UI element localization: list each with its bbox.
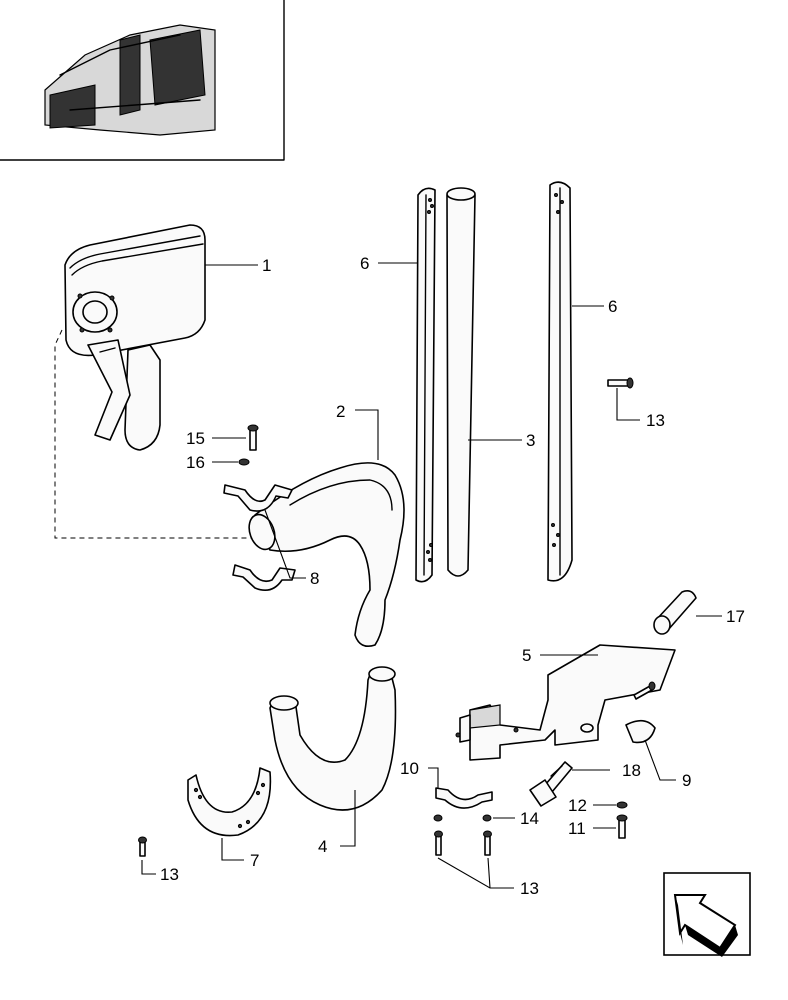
large-bolt [529,761,573,807]
callout-6a: 6 [360,254,369,273]
leader-13c [437,857,514,889]
callout-13a: 13 [646,411,665,430]
callout-10: 10 [400,759,419,778]
leader-10 [428,767,439,788]
callout-7: 7 [250,851,259,870]
callout-15: 15 [186,429,205,448]
pipe-clamps [223,484,296,591]
bolt-and-washer [238,424,259,466]
callout-13c: 13 [520,879,539,898]
callout-9: 9 [682,771,691,790]
bolts-13-pair [434,830,492,856]
callout-1: 1 [262,256,271,275]
callout-14: 14 [520,809,539,828]
callout-5: 5 [522,646,531,665]
bolt-11 [616,814,628,839]
muffler [64,224,206,451]
mounting-bracket [455,644,676,761]
arrow-navigation-icon[interactable] [663,872,751,957]
leader-13b [141,860,156,875]
leader-4 [340,790,356,847]
engine-location-inset [0,0,285,161]
callout-4: 4 [318,837,327,856]
callout-18: 18 [622,761,641,780]
callout-3: 3 [526,431,535,450]
callout-6b: 6 [608,297,617,316]
bolt-13-bottom [138,836,147,857]
leader-8 [264,509,306,579]
heat-shield-left [415,187,436,583]
callout-17: 17 [726,607,745,626]
leader-9 [644,739,676,781]
bolt-13-top [607,377,634,389]
callout-16: 16 [186,453,205,472]
u-pipe [269,666,397,811]
leader-2 [355,409,379,460]
straight-tube [446,187,476,577]
heat-shield-right [547,181,573,582]
washers-14 [433,814,492,822]
leader-13a [616,388,640,421]
callout-12: 12 [568,796,587,815]
callout-13b: 13 [160,865,179,884]
callout-2: 2 [336,402,345,421]
callout-8: 8 [310,569,319,588]
washer-12 [616,801,628,809]
callout-11: 11 [568,819,586,838]
elbow-shield [187,767,272,837]
upper-exhaust-pipe [248,462,405,648]
short-tube [653,590,697,635]
clamp-10 [435,787,493,809]
leader-7 [221,838,244,861]
bracket-bolt [633,681,656,700]
